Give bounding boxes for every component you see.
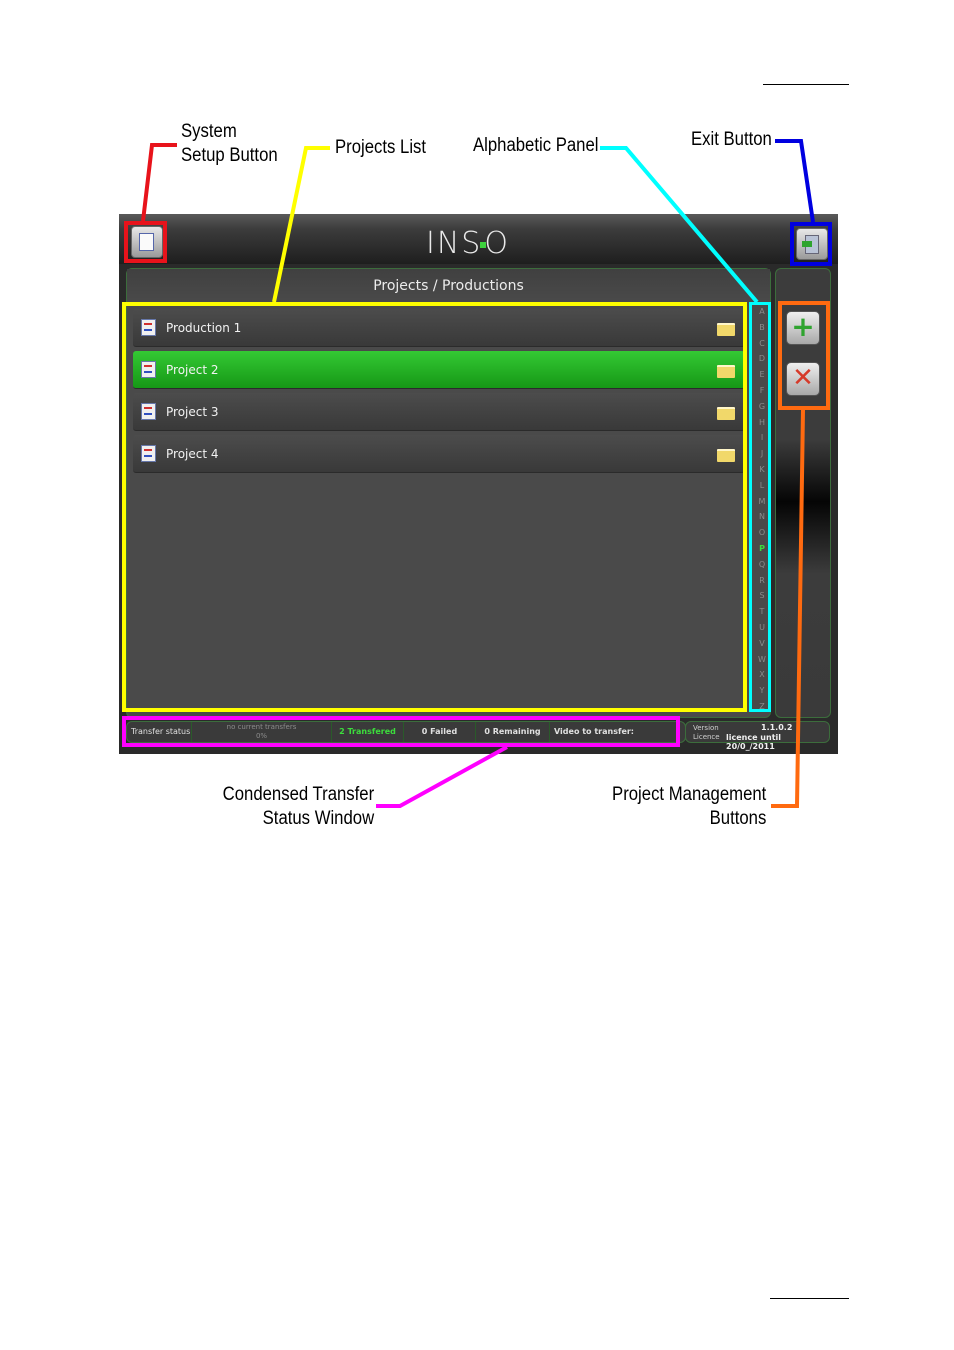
current-transfer-percent: 0% [255,732,268,740]
project-icon [141,319,156,336]
projects-list: Production 1 Project 2 Project 3 Project 4 [133,309,745,709]
licence-value: licence until 20/0_/2011 [726,733,781,751]
system-setup-leader [141,143,177,222]
video-to-transfer: Video to transfer: [554,727,635,736]
version-box: Version Licence 1.1.0.2 licence until 20… [685,721,830,751]
callout-project-management-line1: Project Management [611,784,766,805]
folder-icon[interactable] [717,365,735,378]
insio-logo: INSO [426,226,510,261]
alpha-letter[interactable]: N [759,512,765,522]
transfer-status-highlight [122,716,680,747]
callout-system-setup-line1: System [181,121,237,142]
plus-icon: + [791,310,815,344]
alpha-letter[interactable]: O [758,528,766,538]
transferred-count: 2 Transfered [332,722,404,742]
header-rule [763,84,849,85]
project-row[interactable]: Project 4 [133,435,745,473]
alpha-letter[interactable]: L [759,480,765,490]
system-setup-button[interactable] [131,226,163,258]
project-row[interactable]: Production 1 [133,309,745,347]
project-label: Project 3 [166,405,219,419]
alpha-letter[interactable]: Q [758,559,766,569]
version-value: 1.1.0.2 [761,723,793,732]
folder-icon[interactable] [717,407,735,420]
project-icon [141,403,156,420]
callout-transfer-status: Condensed Transfer Status Window [222,783,374,831]
project-row[interactable]: Project 2 [133,351,745,389]
alpha-letter[interactable]: U [759,623,765,632]
callout-system-setup: System Setup Button [181,120,278,168]
callout-transfer-status-line2: Status Window [262,808,374,829]
alpha-letter[interactable]: F [759,386,765,395]
folder-icon[interactable] [717,323,735,336]
exit-button[interactable] [796,228,828,260]
callout-project-management-line2: Buttons [709,808,766,829]
alpha-letter[interactable]: C [759,338,765,348]
callout-exit-button: Exit Button [691,129,772,150]
project-row[interactable]: Project 3 [133,393,745,431]
callout-alphabetic-panel: Alphabetic Panel [473,135,599,156]
version-label: Version [693,724,719,732]
system-setup-highlight [124,221,167,263]
licence-label: Licence [693,733,720,741]
failed-count: 0 Failed [404,722,476,742]
cross-icon: ✕ [792,363,814,394]
delete-project-button[interactable]: ✕ [786,362,820,396]
alpha-letter[interactable]: X [759,670,765,680]
footer-rule [770,1298,849,1299]
callout-project-management: Project Management Buttons [612,783,766,831]
project-label: Project 2 [166,363,219,377]
title-bar: INSO [119,214,838,264]
current-transfer-text: no current transfers [226,723,297,731]
alpha-letter[interactable]: R [759,575,765,585]
transfer-status-bar[interactable]: Transfer status no current transfers 0% … [126,721,686,743]
alpha-letter[interactable]: J [760,449,764,459]
current-transfer: no current transfers 0% [192,722,332,742]
checklist-icon [139,233,154,251]
exit-button-leader [775,139,815,223]
transfer-status-leader [376,745,508,808]
alpha-letter[interactable]: T [759,607,765,617]
callout-transfer-status-line1: Condensed Transfer [222,784,374,805]
alpha-letter[interactable]: E [759,370,765,380]
alpha-letter[interactable]: Y [759,686,765,696]
alpha-letter[interactable]: I [760,433,764,443]
projects-list-highlight [122,302,747,712]
alpha-letter[interactable]: G [758,401,766,411]
alpha-letter[interactable]: P [759,544,765,553]
callout-system-setup-line2: Setup Button [181,145,278,166]
exit-button-highlight [790,222,832,266]
alpha-letter[interactable]: H [758,417,765,427]
alpha-letter[interactable]: W [758,654,766,664]
project-label: Project 4 [166,447,219,461]
project-management-highlight [778,301,830,410]
callout-projects-list: Projects List [335,137,427,158]
panel-title: Projects / Productions [127,269,770,303]
alpha-letter[interactable]: K [759,465,765,474]
folder-icon[interactable] [717,449,735,462]
add-project-button[interactable]: + [786,310,820,345]
project-label: Production 1 [166,321,242,335]
alpha-letter[interactable]: M [758,496,766,506]
alpha-letter[interactable]: D [758,354,766,364]
transfer-status-label: Transfer status [127,722,192,742]
alpha-letter[interactable]: V [759,638,765,648]
alphabetic-panel-highlight [749,302,771,712]
alpha-letter[interactable]: B [759,322,765,332]
alpha-letter[interactable]: Z [759,702,765,711]
alpha-letter[interactable]: S [759,591,765,601]
alpha-letter[interactable]: A [759,307,765,316]
project-icon [141,361,156,378]
remaining-count: 0 Remaining [476,722,550,742]
project-icon [141,445,156,462]
exit-arrow-icon [802,241,812,247]
